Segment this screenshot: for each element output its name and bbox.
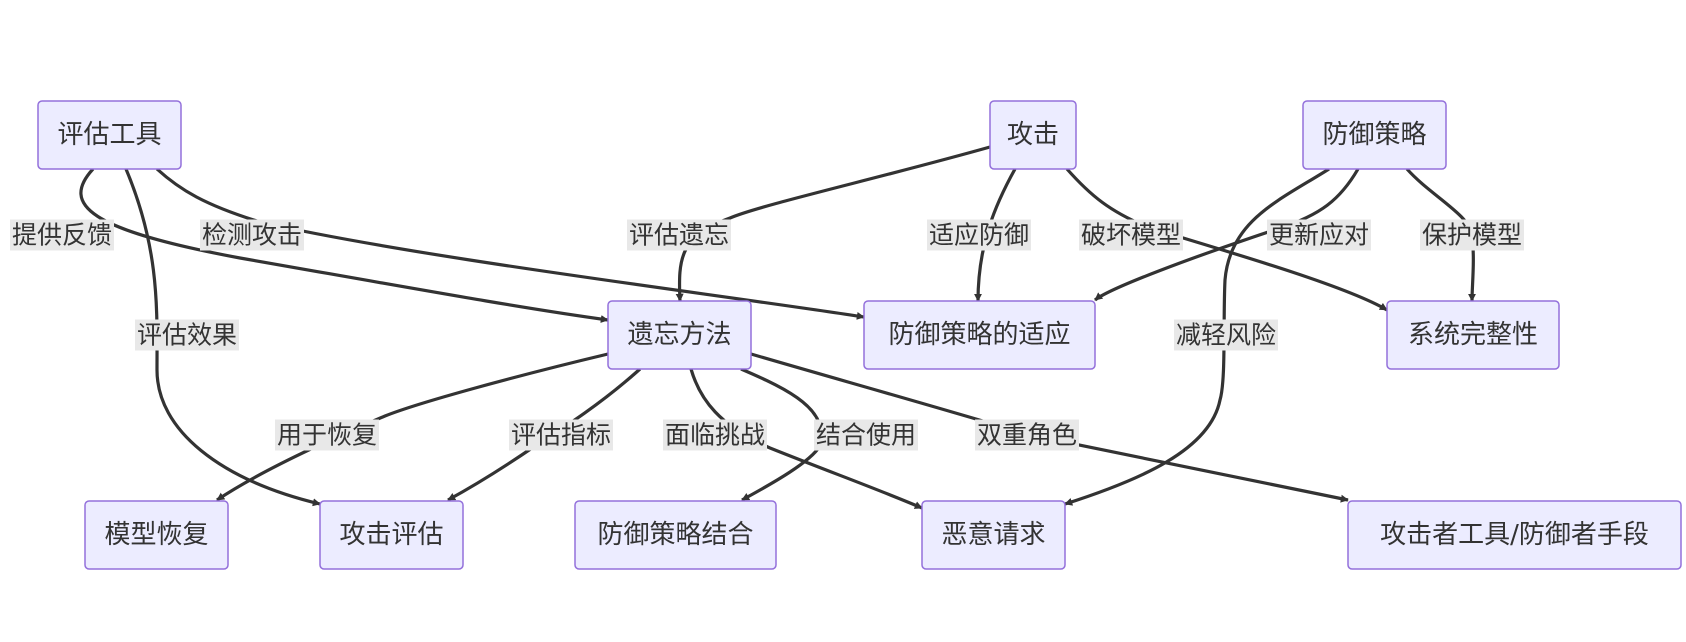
- edge-label-text: 检测攻击: [202, 221, 302, 250]
- node-label: 遗忘方法: [627, 320, 731, 350]
- edge-label-bg: [626, 219, 732, 251]
- edge-label-bg: [1173, 319, 1279, 351]
- edge-label: 用于恢复: [274, 419, 380, 451]
- edge-label: 评估效果: [134, 319, 240, 351]
- edge-label-bg: [662, 419, 768, 451]
- edge-label-bg: [1419, 219, 1525, 251]
- edge-label: 面临挑战: [662, 419, 768, 451]
- edge-label: 双重角色: [974, 419, 1080, 451]
- node-defense-combo[interactable]: 防御策略结合: [574, 500, 777, 570]
- node-eval-tools[interactable]: 评估工具: [37, 100, 182, 170]
- edge-arrow: [79, 167, 609, 323]
- node-label: 评估工具: [57, 120, 161, 150]
- edge-label-bg: [9, 219, 115, 251]
- node-box: [84, 500, 229, 570]
- edge-arrow: [155, 167, 865, 320]
- edge-label: 更新应对: [1266, 219, 1372, 251]
- edge-arrow: [689, 368, 923, 510]
- node-box: [37, 100, 182, 170]
- node-label: 攻击者工具/防御者手段: [1380, 520, 1649, 550]
- edge-label-text: 评估遗忘: [629, 221, 729, 250]
- edge-label-bg: [1078, 219, 1184, 251]
- edge-label-bg: [134, 319, 240, 351]
- edge-label-bg: [199, 219, 305, 251]
- edge-label: 评估遗忘: [626, 219, 732, 251]
- node-box: [607, 300, 752, 370]
- edge-unlearn-to-malicious: [689, 368, 923, 510]
- edge-defense-to-defense-adapt: [1094, 168, 1360, 302]
- node-label: 攻击: [1007, 120, 1059, 150]
- edge-unlearn-to-model-recovery: [216, 352, 609, 502]
- node-label: 模型恢复: [104, 520, 208, 550]
- node-defense[interactable]: 防御策略: [1302, 100, 1447, 170]
- edge-defense-to-malicious: [1064, 167, 1330, 506]
- node-label: 防御策略的适应: [888, 320, 1070, 350]
- edge-eval-tools-to-unlearn: [79, 167, 609, 323]
- node-box: [921, 500, 1066, 570]
- edge-label: 检测攻击: [199, 219, 305, 251]
- node-defense-adapt[interactable]: 防御策略的适应: [863, 300, 1096, 370]
- node-label: 系统完整性: [1408, 320, 1538, 350]
- edge-label: 提供反馈: [9, 219, 115, 251]
- edge-arrow: [124, 168, 321, 507]
- node-label: 防御策略: [1322, 120, 1426, 150]
- edge-label: 结合使用: [813, 419, 919, 451]
- edge-label-bg: [974, 419, 1080, 451]
- edge-arrow: [1064, 167, 1330, 506]
- edge-label: 减轻风险: [1173, 319, 1279, 351]
- edge-label-text: 双重角色: [977, 421, 1077, 450]
- edge-label-bg: [508, 419, 614, 451]
- edge-arrow: [1094, 168, 1360, 302]
- edge-label-text: 评估效果: [137, 321, 237, 350]
- edge-arrow: [675, 145, 991, 302]
- edge-arrow: [216, 352, 609, 502]
- edge-label-bg: [813, 419, 919, 451]
- edge-label: 保护模型: [1419, 219, 1525, 251]
- edge-label-text: 破坏模型: [1081, 221, 1181, 250]
- edge-label-bg: [926, 219, 1032, 251]
- edge-label-text: 结合使用: [816, 421, 916, 450]
- node-label: 恶意请求: [941, 520, 1045, 550]
- edge-label-text: 保护模型: [1422, 221, 1522, 250]
- node-box: [1386, 300, 1560, 370]
- edge-label-bg: [274, 419, 380, 451]
- edge-eval-tools-to-attack-eval: [124, 168, 321, 507]
- node-label: 攻击评估: [339, 520, 443, 550]
- edge-label-text: 面临挑战: [665, 421, 765, 450]
- edge-label: 评估指标: [508, 419, 614, 451]
- node-label: 防御策略结合: [597, 520, 753, 550]
- node-box: [989, 100, 1077, 170]
- edge-label-text: 评估指标: [511, 421, 611, 450]
- node-box: [863, 300, 1096, 370]
- edge-label-text: 更新应对: [1269, 221, 1369, 250]
- edge-label-text: 提供反馈: [12, 221, 112, 250]
- node-unlearn[interactable]: 遗忘方法: [607, 300, 752, 370]
- node-box: [1302, 100, 1447, 170]
- edge-label: 适应防御: [926, 219, 1032, 251]
- edge-label-bg: [1266, 219, 1372, 251]
- node-malicious[interactable]: 恶意请求: [921, 500, 1066, 570]
- node-model-recovery[interactable]: 模型恢复: [84, 500, 229, 570]
- node-box: [319, 500, 464, 570]
- edge-label-text: 减轻风险: [1176, 321, 1276, 350]
- node-integrity[interactable]: 系统完整性: [1386, 300, 1560, 370]
- node-box: [574, 500, 777, 570]
- node-box: [1347, 500, 1682, 570]
- edge-label-text: 适应防御: [929, 221, 1029, 250]
- edge-attack-to-unlearn: [675, 145, 991, 302]
- edge-eval-tools-to-defense-adapt: [155, 167, 865, 320]
- edge-label: 破坏模型: [1078, 219, 1184, 251]
- node-dual-tool[interactable]: 攻击者工具/防御者手段: [1347, 500, 1682, 570]
- node-attack[interactable]: 攻击: [989, 100, 1077, 170]
- edge-label-text: 用于恢复: [277, 421, 377, 450]
- node-attack-eval[interactable]: 攻击评估: [319, 500, 464, 570]
